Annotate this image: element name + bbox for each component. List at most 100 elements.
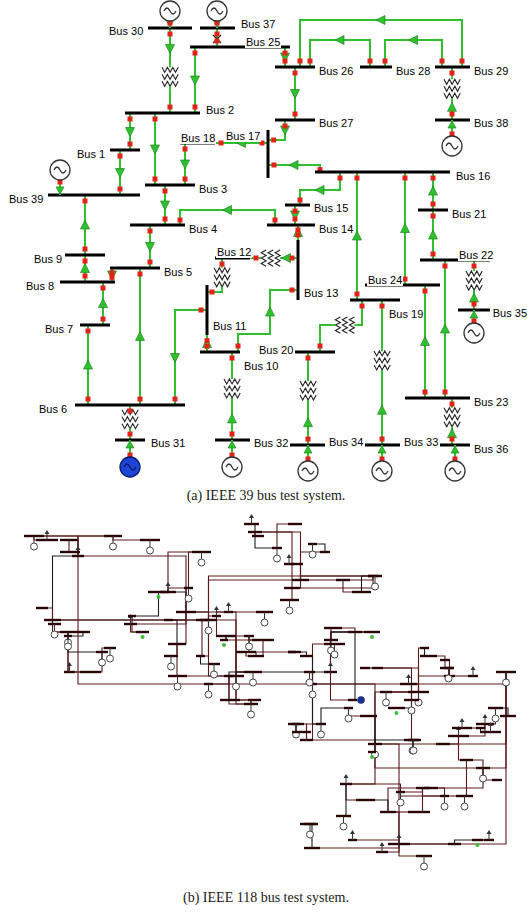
bus-bar — [315, 171, 450, 174]
breaker — [230, 356, 235, 361]
bus-bar — [60, 539, 78, 541]
generator-symbol — [185, 595, 192, 602]
load-lead — [485, 717, 486, 724]
generator-lead — [208, 684, 209, 691]
bus-label: Bus 25 — [245, 36, 281, 48]
network-line — [236, 672, 331, 676]
bus-bar — [300, 655, 313, 657]
text-anchor: Bus 31 — [150, 433, 186, 451]
generator-symbol — [120, 457, 140, 477]
generator-symbol — [207, 1, 227, 21]
breaker — [450, 112, 455, 117]
bus-bar — [500, 715, 516, 717]
text-anchor: Bus 17 — [225, 126, 261, 144]
load-lead — [458, 729, 459, 736]
transformer-coil — [342, 317, 347, 333]
bus-label: Bus 21 — [451, 208, 487, 220]
generator-lead — [386, 692, 387, 699]
flow-arrow — [223, 206, 232, 215]
flow-arrow — [99, 299, 108, 308]
breaker — [293, 209, 298, 214]
bus-bar — [364, 631, 380, 633]
breaker — [86, 397, 91, 402]
flow-arrow — [304, 418, 313, 427]
generator-lead — [334, 644, 335, 651]
network-line — [256, 640, 263, 656]
generator-lead — [444, 796, 445, 803]
transformer-gap — [223, 377, 241, 401]
network-line — [378, 668, 419, 692]
bus-bar — [164, 619, 173, 621]
breaker — [215, 32, 220, 37]
load-arrow — [380, 842, 385, 846]
generator-symbol — [421, 863, 428, 870]
figure-caption: (a) IEEE 39 bus test system. — [187, 488, 346, 503]
bus-bar — [252, 639, 274, 641]
transmission-line — [300, 20, 462, 67]
generator-symbol — [147, 547, 154, 554]
flow-arrow — [191, 76, 200, 85]
breaker — [403, 277, 408, 282]
generator-symbol — [65, 643, 72, 650]
breaker — [403, 176, 408, 181]
generator-lead — [277, 548, 278, 555]
bus-bar — [472, 839, 483, 841]
flow-arrow — [429, 186, 438, 195]
bus-bar — [356, 799, 375, 801]
load-lead — [490, 725, 491, 732]
bus-label: Bus 14 — [318, 223, 354, 235]
bus-label: Bus 37 — [240, 18, 276, 30]
breaker — [440, 59, 445, 64]
generator-arrow — [448, 121, 456, 128]
load-arrow — [488, 722, 493, 726]
network-line — [78, 556, 313, 684]
generator-sine — [164, 8, 176, 14]
generator-lead — [208, 620, 209, 627]
text-anchor: (a) IEEE 39 bus test system. — [0, 486, 532, 504]
bus-label: Bus 34 — [328, 436, 364, 448]
text-anchor: Bus 35 — [492, 303, 528, 321]
bus-label: Bus 1 — [76, 148, 106, 160]
generator-arrow — [304, 446, 312, 453]
breaker — [138, 272, 143, 277]
bus-bar — [196, 655, 205, 657]
transformer-symbol — [332, 316, 356, 334]
bus-bar — [267, 130, 270, 178]
bus-bar — [65, 254, 105, 257]
text-anchor: Bus 27 — [318, 113, 354, 131]
transformer-gap — [299, 379, 317, 403]
load-arrow — [166, 582, 171, 586]
breaker — [148, 260, 153, 265]
bus-bar — [285, 204, 310, 207]
flow-arrow — [166, 44, 175, 53]
bus-bar — [380, 811, 396, 813]
bus-label: Bus 13 — [303, 287, 339, 299]
transformer-lead — [307, 379, 309, 381]
transformer-coil — [444, 408, 460, 413]
load-lead — [216, 609, 217, 616]
bus-label: Bus 30 — [108, 25, 144, 37]
bus-bar — [360, 715, 377, 717]
breaker — [273, 218, 278, 223]
transformer-coil — [300, 381, 316, 386]
generator-arrow — [378, 446, 386, 453]
transformer-lead — [129, 429, 131, 432]
text-anchor: Bus 34 — [328, 432, 364, 450]
load-lead — [47, 533, 48, 540]
generator-symbol — [307, 831, 314, 838]
breaker — [298, 59, 303, 64]
generator-sine — [54, 167, 66, 173]
breaker — [368, 59, 373, 64]
generator-symbol — [340, 823, 347, 830]
breaker — [110, 275, 115, 280]
flow-arrow — [136, 332, 145, 341]
transformer-gap — [121, 408, 139, 432]
breaker — [290, 288, 295, 293]
flow-arrow — [266, 307, 275, 316]
status-dot — [370, 635, 374, 639]
transformer-symbol — [258, 249, 282, 267]
breaker — [236, 344, 241, 349]
transformer-lead — [381, 370, 383, 373]
bus-bar — [292, 563, 303, 565]
